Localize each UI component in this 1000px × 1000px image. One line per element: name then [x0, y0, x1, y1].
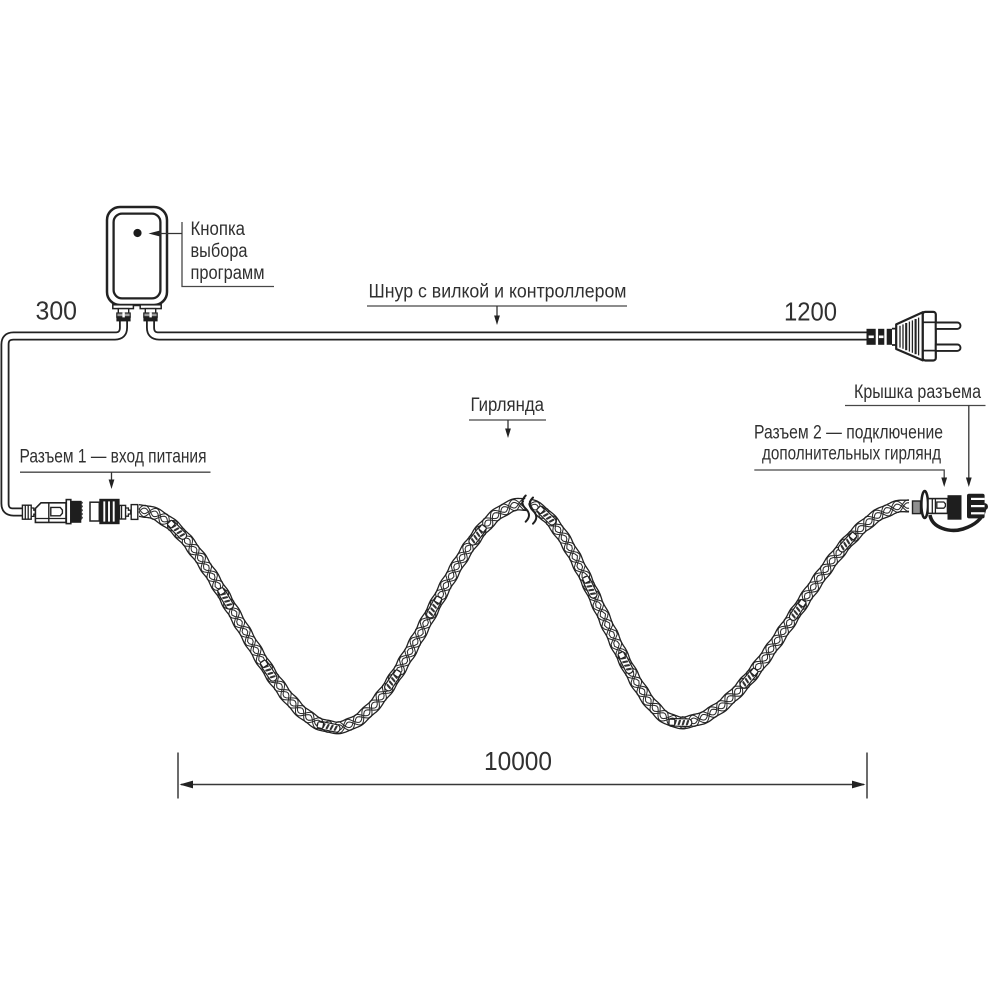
- svg-text:программ: программ: [191, 263, 265, 284]
- svg-text:Крышка разъема: Крышка разъема: [854, 382, 981, 403]
- svg-text:Шнур с вилкой и контроллером: Шнур с вилкой и контроллером: [369, 282, 627, 303]
- svg-text:Кнопка: Кнопка: [191, 219, 246, 240]
- svg-text:1200: 1200: [784, 297, 837, 327]
- svg-text:выбора: выбора: [191, 241, 248, 262]
- svg-text:Разъем 2 — подключение: Разъем 2 — подключение: [754, 423, 943, 444]
- svg-text:Гирлянда: Гирлянда: [471, 395, 545, 416]
- svg-text:дополнительных гирлянд: дополнительных гирлянд: [762, 444, 941, 465]
- svg-text:Разъем 1 — вход питания: Разъем 1 — вход питания: [20, 447, 207, 468]
- svg-text:10000: 10000: [484, 746, 552, 776]
- svg-text:300: 300: [36, 296, 78, 326]
